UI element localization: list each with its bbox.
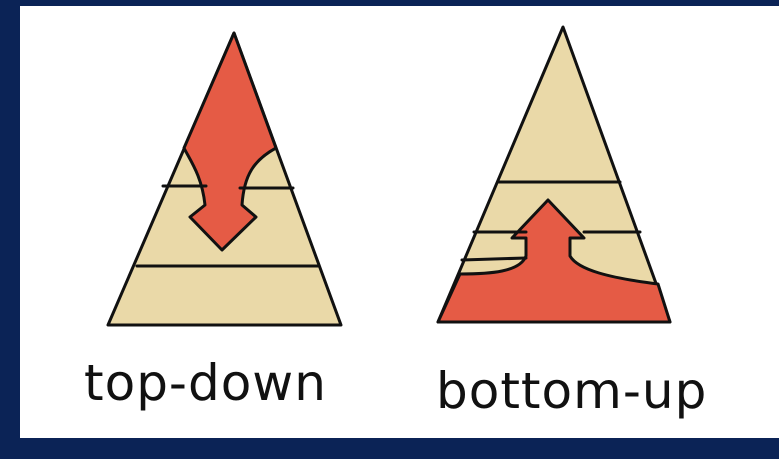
bottom-up-caption: bottom-up bbox=[436, 362, 707, 420]
bottom-up-pyramid bbox=[438, 27, 670, 322]
bottom-up-layer-line-4 bbox=[462, 258, 526, 260]
top-down-caption: top-down bbox=[84, 354, 327, 412]
top-down-pyramid bbox=[108, 33, 341, 325]
